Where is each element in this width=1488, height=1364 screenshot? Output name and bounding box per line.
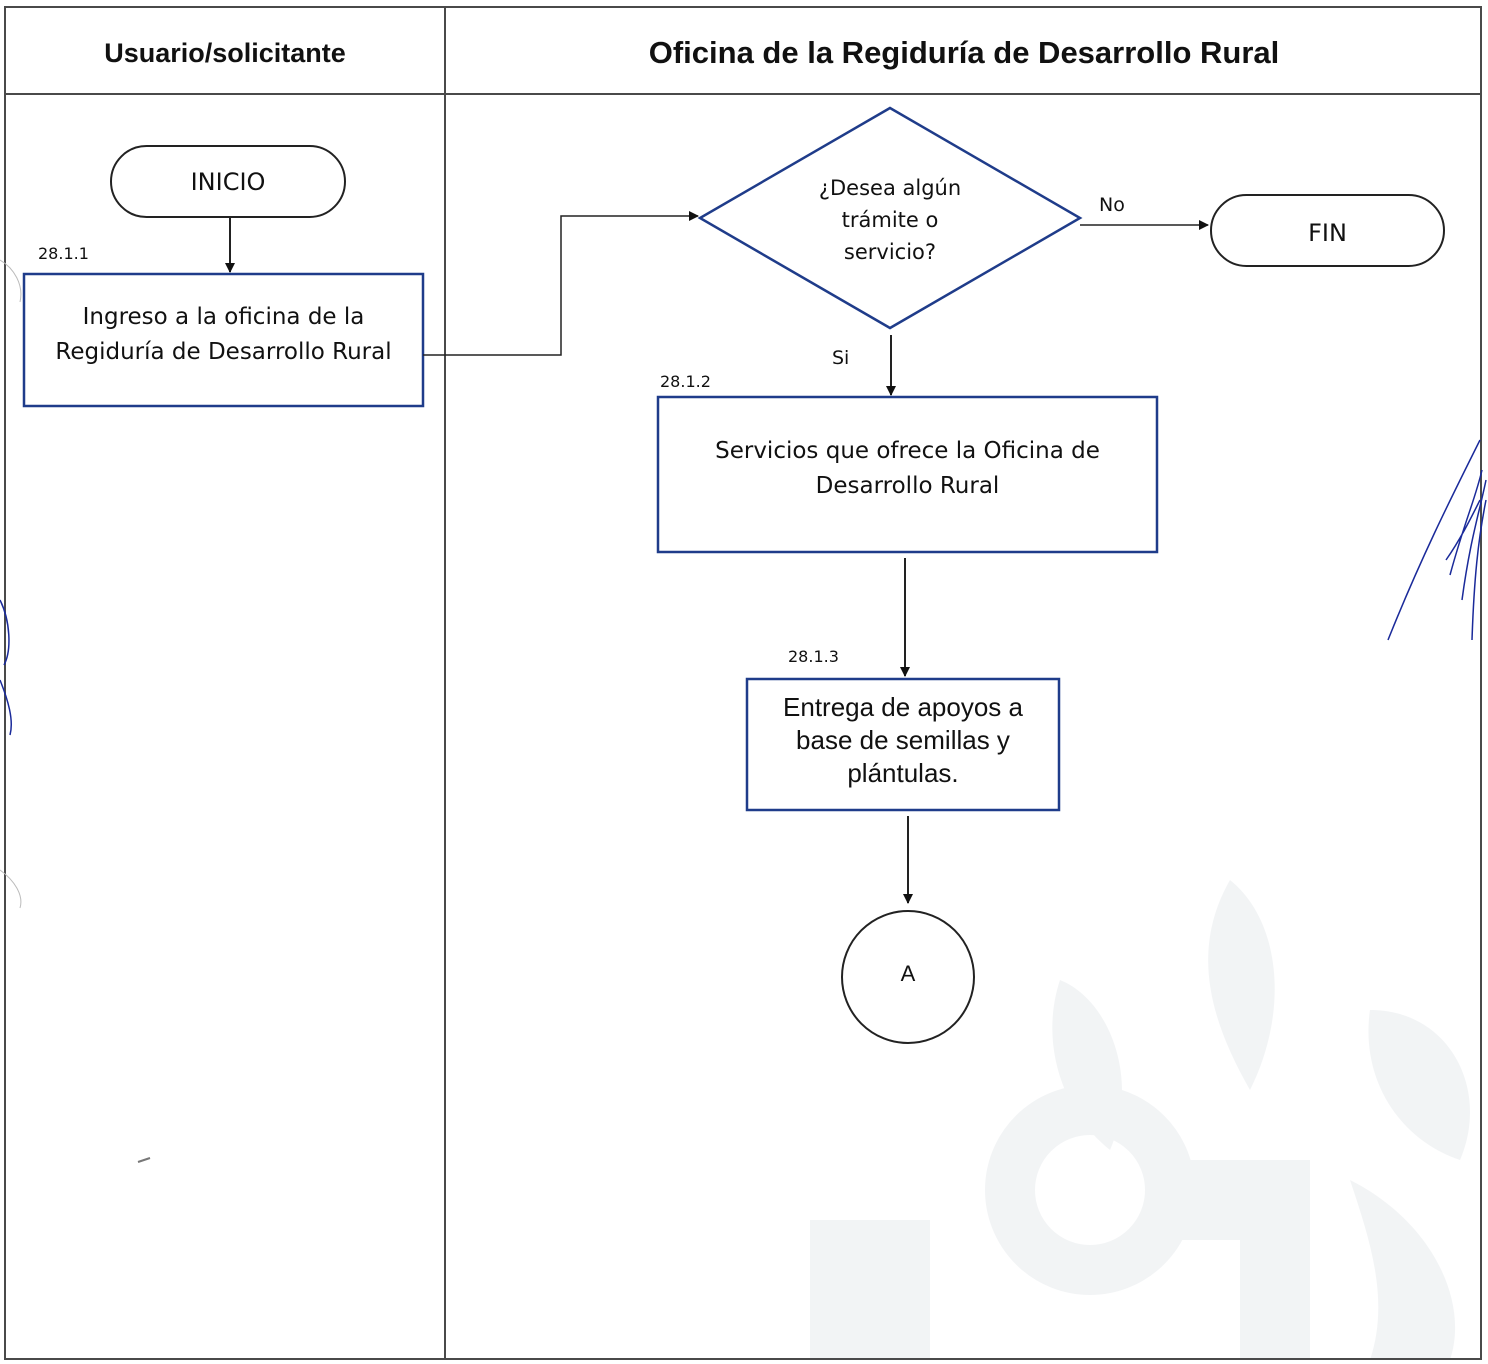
si-branch-label: Si <box>832 347 850 369</box>
lane-divider <box>444 6 446 1360</box>
decision-text-line3: servicio? <box>843 240 937 264</box>
step1-code: 28.1.1 <box>38 244 89 263</box>
step3-text-line1: Entrega de apoyos a <box>783 692 1023 722</box>
header-divider <box>4 93 1482 95</box>
process-box-step3 <box>745 677 1061 812</box>
arrow-step1-to-decision <box>423 211 699 356</box>
step2-text-line2: Desarrollo Rural <box>815 473 1000 499</box>
decision-text-line2: trámite o <box>841 208 939 232</box>
connector-label: A <box>900 961 916 986</box>
start-label: INICIO <box>190 168 266 196</box>
step1-text-line1: Ingreso a la oficina de la <box>82 304 365 330</box>
end-label: FIN <box>1308 219 1347 247</box>
decision-text-line1: ¿Desea algún <box>818 176 962 200</box>
step3-text-line3: plántulas. <box>847 758 959 788</box>
process-box-step1 <box>22 272 425 408</box>
watermark-logo <box>810 880 1470 1360</box>
decision-diamond <box>697 106 1083 330</box>
offpage-connector <box>841 910 975 1044</box>
start-terminator <box>110 145 346 218</box>
step3-code: 28.1.3 <box>788 647 839 666</box>
no-branch-label: No <box>1099 194 1125 216</box>
step2-code: 28.1.2 <box>660 372 711 391</box>
step1-text-line2: Regiduría de Desarrollo Rural <box>55 339 392 365</box>
end-terminator <box>1210 194 1445 267</box>
swimlane-frame <box>4 6 1482 1360</box>
step3-text-line2: base de semillas y <box>796 725 1010 755</box>
lane-title-user: Usuario/solicitante <box>104 38 346 68</box>
step2-text-line1: Servicios que ofrece la Oficina de <box>715 438 1100 464</box>
lane-title-office: Oficina de la Regiduría de Desarrollo Ru… <box>648 35 1280 70</box>
process-box-step2 <box>656 395 1159 554</box>
